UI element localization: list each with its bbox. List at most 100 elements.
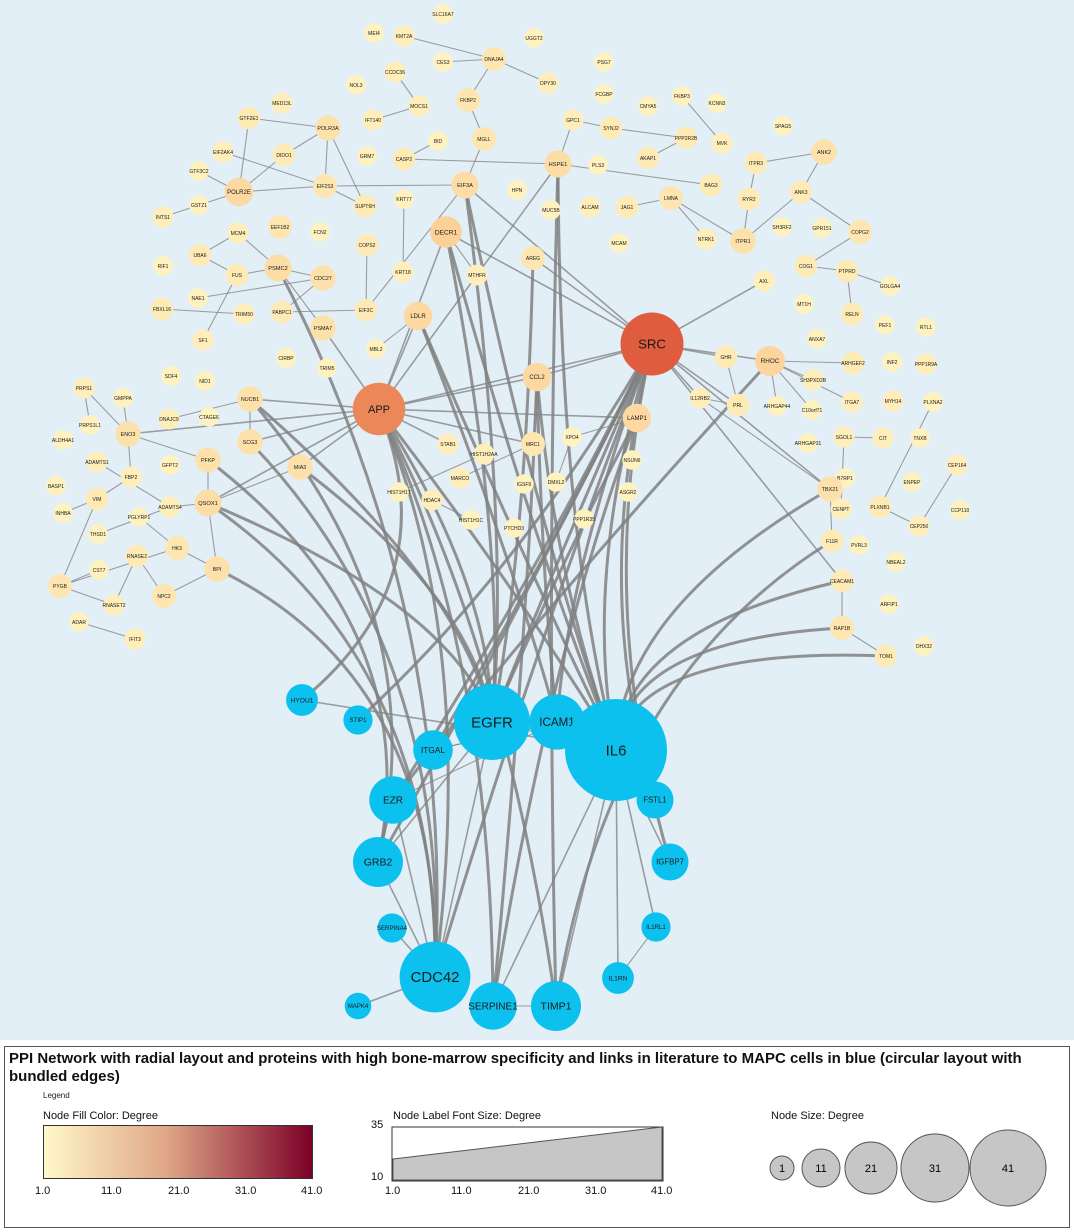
node-CASP2[interactable]: CASP2 xyxy=(392,147,416,171)
node-GOLGA4[interactable]: GOLGA4 xyxy=(880,276,901,296)
node-circle-SERPINA4[interactable] xyxy=(377,913,407,943)
node-circle-CEP164[interactable] xyxy=(946,454,968,476)
node-UBA6[interactable]: UBA6 xyxy=(188,243,212,267)
node-CEP250[interactable]: CEP250 xyxy=(908,515,930,537)
node-circle-GTF2E1[interactable] xyxy=(237,106,261,130)
node-circle-PABPC1[interactable] xyxy=(270,300,294,324)
node-GPR151[interactable]: GPR151 xyxy=(812,218,832,238)
node-PPP2R2B[interactable]: PPP2R2B xyxy=(675,126,698,150)
node-TBX21[interactable]: TBX21 xyxy=(817,476,843,502)
node-circle-CENPT[interactable] xyxy=(830,498,852,520)
node-circle-PVRL3[interactable] xyxy=(849,535,869,555)
node-XPO4[interactable]: XPO4 xyxy=(562,427,582,447)
node-circle-VIM[interactable] xyxy=(85,487,109,511)
node-circle-RTL1[interactable] xyxy=(916,317,936,337)
node-INTS1[interactable]: INTS1 xyxy=(152,206,174,228)
node-circle-ITGAL[interactable] xyxy=(413,730,453,770)
node-EIF3A[interactable]: EIF3A xyxy=(451,171,479,199)
node-circle-DHX32[interactable] xyxy=(914,636,934,656)
node-circle-MARCO[interactable] xyxy=(449,467,471,489)
node-EEF1B2[interactable]: EEF1B2 xyxy=(268,215,292,239)
node-circle-PPP1R9A[interactable] xyxy=(915,353,937,375)
node-POLR3A[interactable]: POLR3A xyxy=(315,115,341,141)
node-circle-GRB2[interactable] xyxy=(353,837,403,887)
node-APP[interactable]: APP xyxy=(352,382,406,436)
node-circle-PPP1R35[interactable] xyxy=(574,509,594,529)
node-circle-CTAGE6[interactable] xyxy=(199,407,219,427)
node-circle-IL6[interactable] xyxy=(565,699,667,801)
node-HPN[interactable]: HPN xyxy=(507,180,527,200)
node-circle-ITGA7[interactable] xyxy=(841,391,863,413)
node-GTF2E1[interactable]: GTF2E1 xyxy=(237,106,261,130)
node-IL1RL1[interactable]: IL1RL1 xyxy=(641,912,671,942)
node-circle-ASGR2[interactable] xyxy=(618,482,638,502)
node-IGFBP7[interactable]: IGFBP7 xyxy=(651,843,689,881)
node-MT1H[interactable]: MT1H xyxy=(794,294,814,314)
node-circle-MRC1[interactable] xyxy=(521,432,545,456)
node-TOM1[interactable]: TOM1 xyxy=(874,644,898,668)
node-circle-PSG7[interactable] xyxy=(594,52,614,72)
node-circle-FBP2[interactable] xyxy=(120,466,142,488)
node-KMT2A[interactable]: KMT2A xyxy=(393,25,415,47)
node-F11R[interactable]: F11R xyxy=(820,529,844,553)
node-circle-ENPEP[interactable] xyxy=(902,472,922,492)
node-circle-F11R[interactable] xyxy=(820,529,844,553)
node-SH3PXD2B[interactable]: SH3PXD2B xyxy=(800,369,827,391)
node-circle-NAE1[interactable] xyxy=(188,288,208,308)
node-PRPS1L1[interactable]: PRPS1L1 xyxy=(79,415,101,435)
node-ANXA7[interactable]: ANXA7 xyxy=(807,329,827,349)
node-circle-FKBP3[interactable] xyxy=(672,86,692,106)
node-circle-CES3[interactable] xyxy=(433,52,453,72)
node-circle-NBEAL2[interactable] xyxy=(886,552,906,572)
node-circle-TRIM50[interactable] xyxy=(233,303,255,325)
node-MGLL[interactable]: MGLL xyxy=(472,127,496,151)
node-circle-INHBA[interactable] xyxy=(53,503,73,523)
node-circle-POLR2E[interactable] xyxy=(224,177,254,207)
node-circle-IFIT3[interactable] xyxy=(124,628,146,650)
node-ALDH4A1[interactable]: ALDH4A1 xyxy=(52,430,74,450)
node-STIP1[interactable]: STIP1 xyxy=(343,705,373,735)
node-circle-CMYA5[interactable] xyxy=(638,96,658,116)
node-circle-IGFBP7[interactable] xyxy=(651,843,689,881)
node-ADAMTS1[interactable]: ADAMTS1 xyxy=(85,451,109,473)
node-PSMC2[interactable]: PSMC2 xyxy=(264,254,292,282)
node-DECR1[interactable]: DECR1 xyxy=(430,216,462,248)
node-circle-MVK[interactable] xyxy=(711,132,733,154)
node-BASP1[interactable]: BASP1 xyxy=(46,476,66,496)
node-circle-GOLGA4[interactable] xyxy=(880,276,900,296)
node-CCL2[interactable]: CCL2 xyxy=(522,362,552,392)
node-circle-GPR151[interactable] xyxy=(812,218,832,238)
node-circle-HPN[interactable] xyxy=(507,180,527,200)
node-GRM7[interactable]: GRM7 xyxy=(357,146,377,166)
node-circle-FSTL1[interactable] xyxy=(636,781,674,819)
node-circle-BID[interactable] xyxy=(428,131,448,151)
node-INHBA[interactable]: INHBA xyxy=(53,503,73,523)
node-SDF4[interactable]: SDF4 xyxy=(161,366,181,386)
node-circle-CST7[interactable] xyxy=(89,560,109,580)
node-circle-HYOU1[interactable] xyxy=(286,684,318,716)
node-PTCHD3[interactable]: PTCHD3 xyxy=(504,518,524,538)
node-circle-DNAJA4[interactable] xyxy=(482,47,506,71)
node-MYH14[interactable]: MYH14 xyxy=(882,390,904,412)
node-PLXNA2[interactable]: PLXNA2 xyxy=(923,392,943,412)
node-circle-ANK2[interactable] xyxy=(811,139,837,165)
node-circle-EEF1B2[interactable] xyxy=(268,215,292,239)
node-circle-CEACAM1[interactable] xyxy=(830,569,854,593)
node-ARFIP1[interactable]: ARFIP1 xyxy=(879,594,899,614)
node-circle-TNXB[interactable] xyxy=(910,428,930,448)
node-circle-SPAG5[interactable] xyxy=(773,116,793,136)
node-MEI4[interactable]: MEI4 xyxy=(364,23,384,43)
node-circle-PYGB[interactable] xyxy=(48,574,72,598)
node-circle-ALDH4A1[interactable] xyxy=(53,430,73,450)
node-circle-TBX21[interactable] xyxy=(817,476,843,502)
node-ARHGAP31[interactable]: ARHGAP31 xyxy=(795,433,822,453)
node-IL12RB2[interactable]: IL12RB2 xyxy=(689,387,711,409)
node-circle-RELN[interactable] xyxy=(840,302,864,326)
node-circle-NTRK1[interactable] xyxy=(695,228,717,250)
node-GSTZ1[interactable]: GSTZ1 xyxy=(189,195,209,215)
node-ANK3[interactable]: ANK3 xyxy=(789,180,813,204)
node-RIF1[interactable]: RIF1 xyxy=(153,256,173,276)
node-circle-ADAR[interactable] xyxy=(69,612,89,632)
node-HDAC4[interactable]: HDAC4 xyxy=(421,489,443,511)
node-PPP1R9A[interactable]: PPP1R9A xyxy=(915,353,938,375)
